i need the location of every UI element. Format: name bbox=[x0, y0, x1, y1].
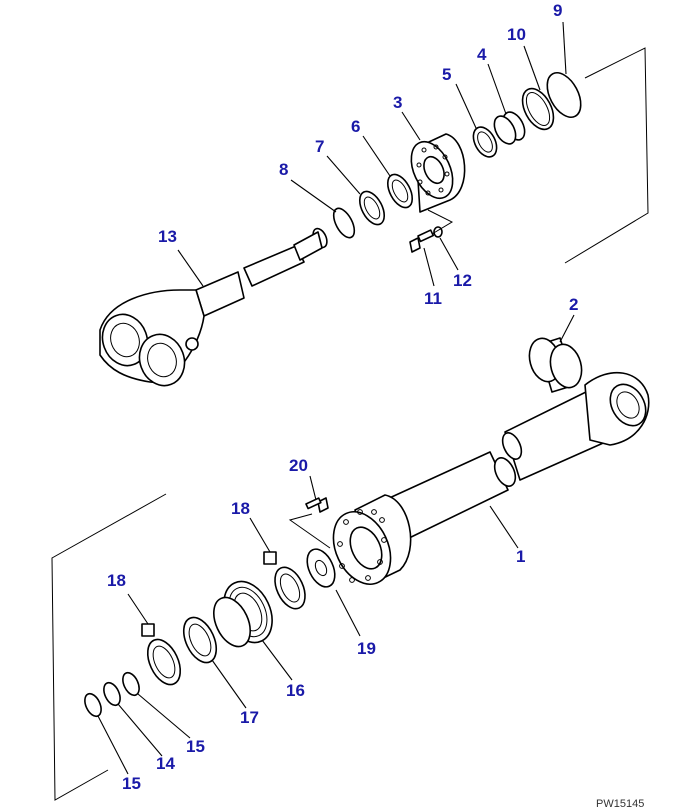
part-10-ring bbox=[521, 87, 555, 131]
part-4-bushing bbox=[493, 111, 526, 145]
part-2-bushing bbox=[528, 337, 583, 393]
callout-9: 9 bbox=[553, 1, 562, 20]
callout-3: 3 bbox=[393, 93, 402, 112]
part-8-ring bbox=[332, 207, 356, 239]
callout-7: 7 bbox=[315, 137, 324, 156]
part-15-ring-a bbox=[122, 671, 140, 697]
callout-16: 16 bbox=[286, 681, 305, 700]
callout-8: 8 bbox=[279, 160, 288, 179]
part-5-seal bbox=[472, 126, 498, 158]
callout-2: 2 bbox=[569, 295, 578, 314]
callout-15-lower: 15 bbox=[122, 774, 141, 793]
part-6-seal bbox=[386, 173, 414, 209]
callout-14: 14 bbox=[156, 754, 175, 773]
part-14-ring bbox=[103, 681, 121, 707]
part-7-seal bbox=[358, 190, 386, 226]
bolt-mount-line bbox=[427, 209, 454, 235]
part-18-ring-lower bbox=[141, 623, 182, 686]
callout-20: 20 bbox=[289, 456, 308, 475]
callout-15-upper: 15 bbox=[186, 737, 205, 756]
part-19-piston-nut bbox=[306, 548, 336, 588]
part-20-bolt bbox=[305, 497, 329, 513]
callout-6: 6 bbox=[351, 117, 360, 136]
callout-1: 1 bbox=[516, 547, 525, 566]
part-16-piston bbox=[213, 580, 273, 648]
callout-18-upper: 18 bbox=[231, 499, 250, 518]
callout-12: 12 bbox=[453, 271, 472, 290]
part-15-ring-b bbox=[84, 692, 102, 718]
part-1-cylinder-tube bbox=[332, 371, 650, 585]
part-13-piston-rod bbox=[99, 227, 328, 387]
part-18-ring-upper bbox=[263, 551, 306, 610]
callout-10: 10 bbox=[507, 25, 526, 44]
leader-lines bbox=[97, 21, 575, 775]
callout-11: 11 bbox=[424, 289, 442, 308]
bolt-20-mount-line bbox=[288, 513, 331, 549]
callout-18-lower: 18 bbox=[107, 571, 126, 590]
part-3-cylinder-head bbox=[410, 133, 466, 213]
lower-frame-line bbox=[51, 493, 167, 801]
part-9-ring bbox=[546, 72, 582, 118]
callout-17: 17 bbox=[240, 708, 259, 727]
part-11-bolt bbox=[409, 229, 435, 253]
upper-frame-line bbox=[564, 47, 649, 264]
drawing-code: PW15145 bbox=[596, 798, 644, 809]
callout-13: 13 bbox=[158, 227, 177, 246]
callout-4: 4 bbox=[477, 45, 487, 64]
part-17-ring bbox=[182, 616, 218, 664]
callout-5: 5 bbox=[442, 65, 451, 84]
callout-19: 19 bbox=[357, 639, 376, 658]
